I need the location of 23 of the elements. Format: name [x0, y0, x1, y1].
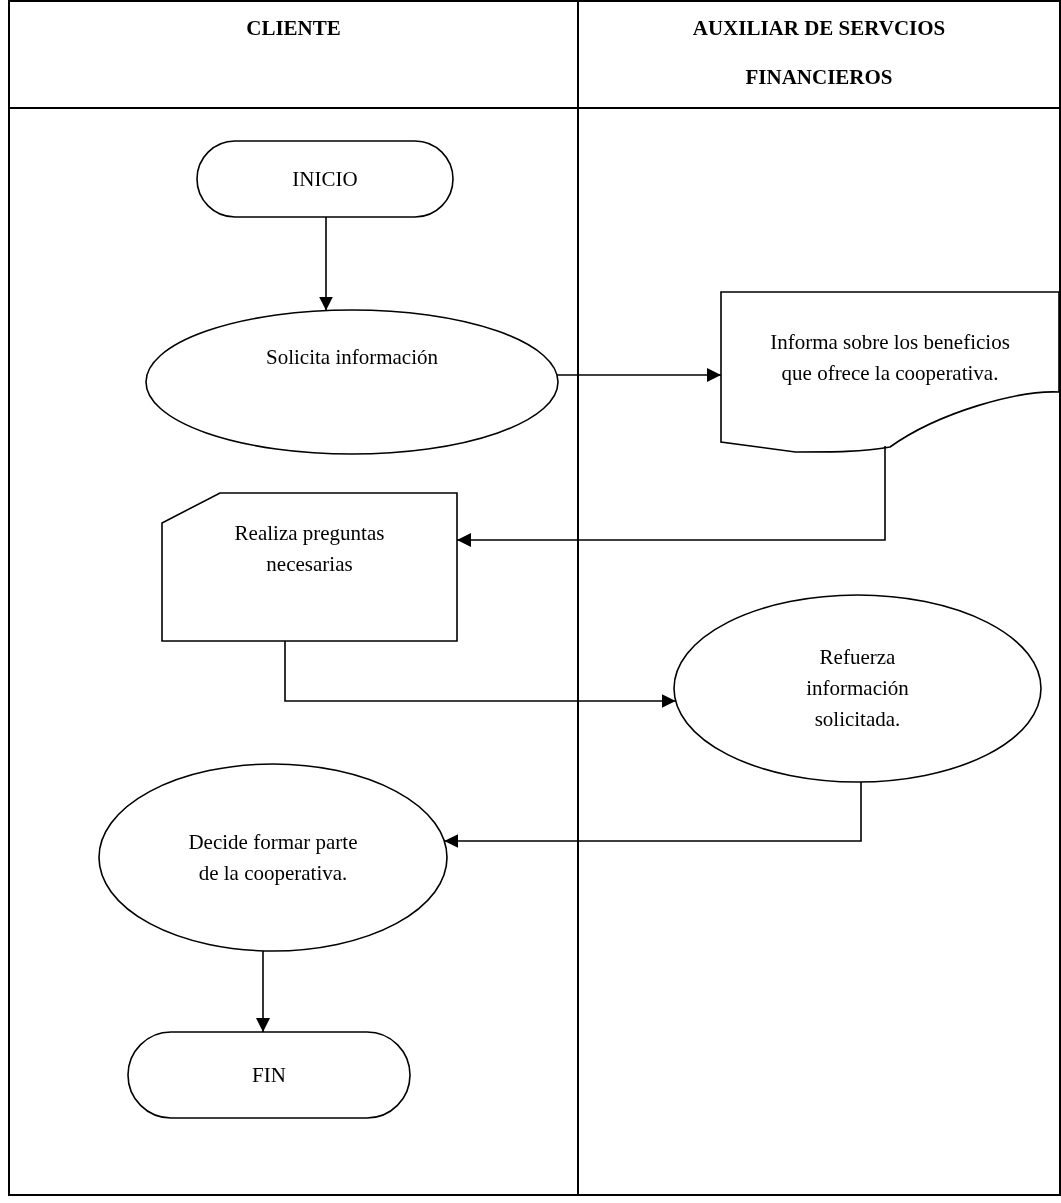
node-text: Informa sobre los beneficios que ofrece la cooperativa. — [769, 329, 1011, 387]
card-shape — [162, 493, 457, 641]
process-ellipse — [99, 764, 447, 951]
arrow — [284, 640, 677, 708]
swimlane — [8, 0, 579, 1196]
node-text: Solicita información — [265, 343, 438, 371]
node-text: Refuerza información solicitada. — [805, 644, 910, 733]
arrow — [319, 216, 333, 312]
arrow — [256, 950, 270, 1033]
terminator-shape — [197, 141, 453, 217]
node-text: Decide formar parte de la cooperativa. — [187, 828, 359, 887]
arrow — [456, 445, 886, 547]
arrow — [556, 368, 722, 382]
lane-title: CLIENTE — [246, 15, 341, 42]
document-shape — [721, 292, 1059, 452]
node-text: INICIO — [292, 165, 358, 193]
lane-title: AUXILIAR DE SERVCIOS FINANCIEROS — [691, 15, 947, 91]
node-text: FIN — [252, 1061, 286, 1089]
swimlane — [577, 0, 1061, 1196]
arrow — [443, 781, 862, 848]
node-text: Realiza preguntas necesarias — [233, 520, 386, 578]
process-ellipse — [674, 595, 1041, 782]
process-ellipse — [146, 310, 558, 454]
